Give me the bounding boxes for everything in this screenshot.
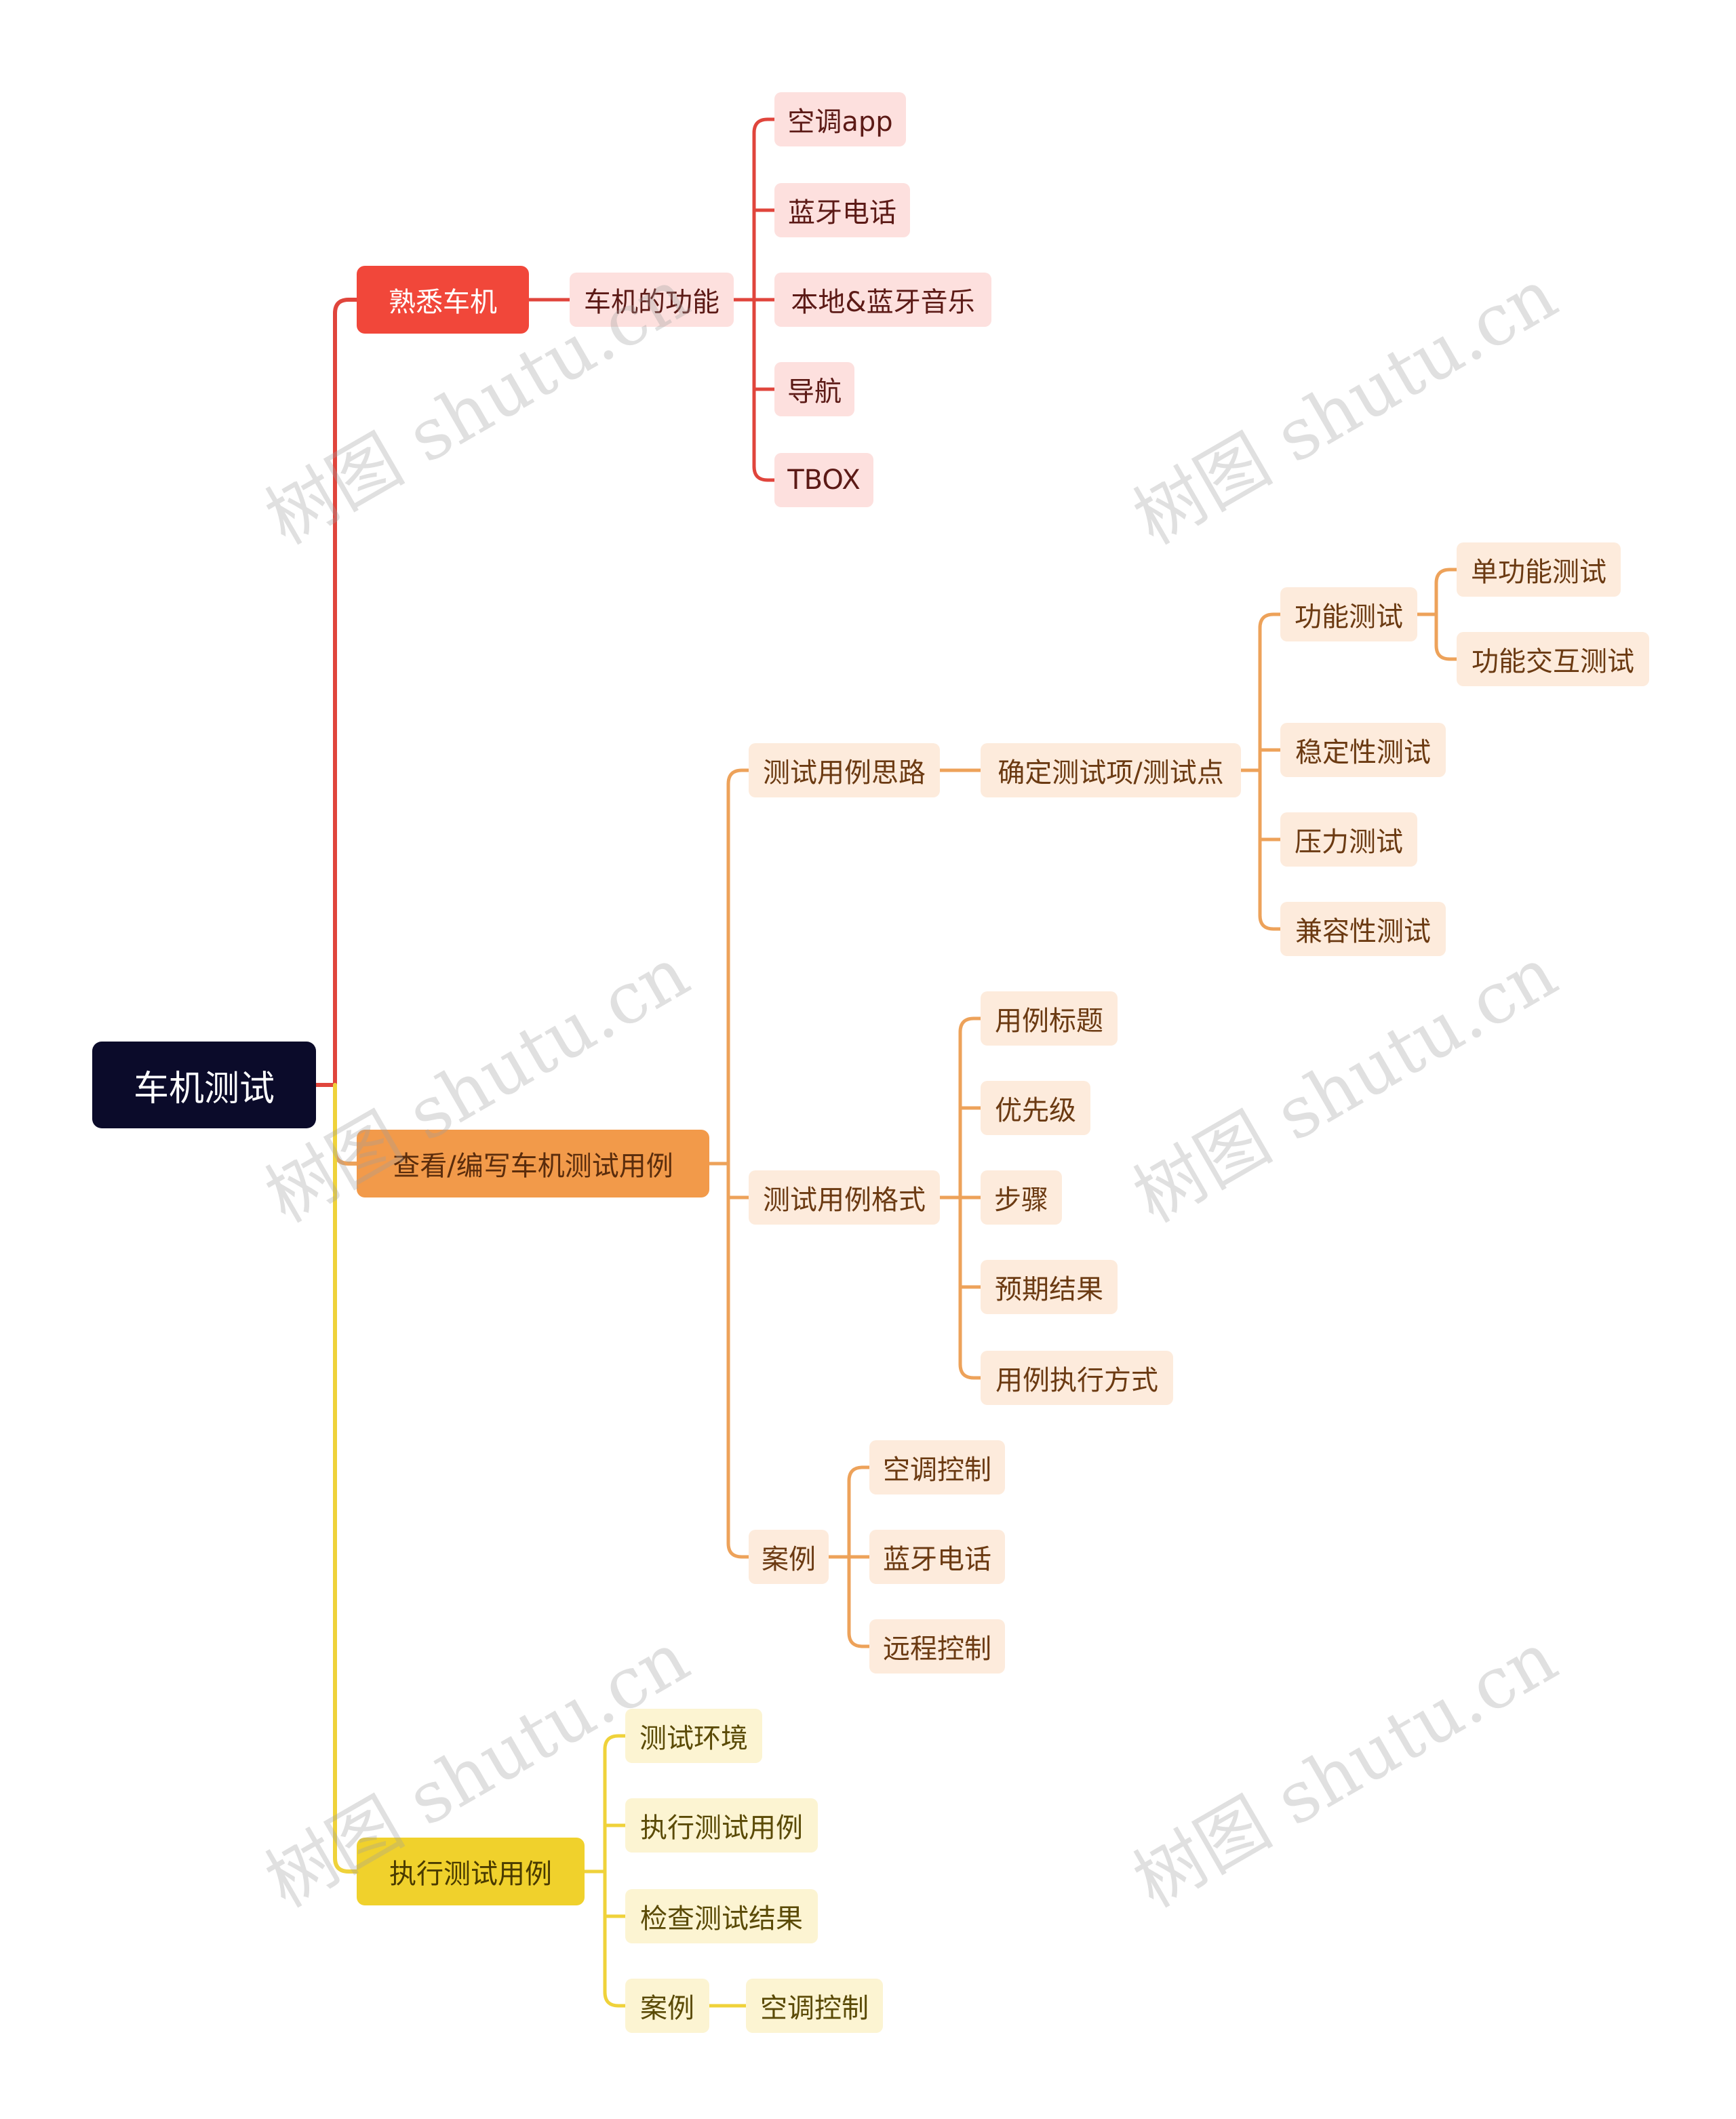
connector-determine-spine <box>1239 612 1282 931</box>
connector-function-spine <box>732 117 776 482</box>
example-bt-phone[interactable]: 蓝牙电话 <box>869 1530 1005 1584</box>
functional-test-node[interactable]: 功能测试 <box>1280 587 1417 641</box>
connector-functional-spine <box>1415 568 1459 661</box>
format-item-priority[interactable]: 优先级 <box>981 1081 1090 1135</box>
execute-item-environment[interactable]: 测试环境 <box>625 1709 762 1763</box>
function-node[interactable]: 车机的功能 <box>570 273 734 327</box>
example-remote-control[interactable]: 远程控制 <box>869 1619 1005 1674</box>
root-node[interactable]: 车机测试 <box>92 1042 316 1128</box>
connector-root-familiar <box>314 298 359 1087</box>
example-ac-control[interactable]: 空调控制 <box>869 1440 1005 1494</box>
format-item-execution[interactable]: 用例执行方式 <box>981 1351 1173 1405</box>
determine-node[interactable]: 确定测试项/测试点 <box>981 743 1241 797</box>
function-item-tbox[interactable]: TBOX <box>774 453 873 507</box>
execute-example-child[interactable]: 空调控制 <box>746 1979 883 2033</box>
compatibility-test-node[interactable]: 兼容性测试 <box>1280 902 1446 956</box>
function-item-music[interactable]: 本地&蓝牙音乐 <box>774 273 991 327</box>
function-item-navigation[interactable]: 导航 <box>774 362 854 416</box>
stress-test-node[interactable]: 压力测试 <box>1280 812 1417 867</box>
connector-root-execute <box>333 1083 359 1874</box>
examples-node[interactable]: 案例 <box>749 1530 829 1584</box>
stability-test-node[interactable]: 稳定性测试 <box>1280 723 1446 777</box>
thinking-node[interactable]: 测试用例思路 <box>749 743 940 797</box>
function-interaction-test-node[interactable]: 功能交互测试 <box>1457 632 1649 686</box>
format-item-steps[interactable]: 步骤 <box>981 1170 1062 1225</box>
connector-cases-spine <box>707 768 751 1559</box>
format-item-title[interactable]: 用例标题 <box>981 991 1118 1046</box>
branch-execute-node[interactable]: 执行测试用例 <box>357 1838 585 1905</box>
connector-execute-spine <box>583 1734 627 2008</box>
execute-item-check[interactable]: 检查测试结果 <box>625 1889 818 1943</box>
format-item-expected[interactable]: 预期结果 <box>981 1260 1118 1314</box>
branch-cases-node[interactable]: 查看/编写车机测试用例 <box>357 1130 709 1197</box>
single-function-test-node[interactable]: 单功能测试 <box>1457 542 1621 597</box>
connector-examples-spine <box>827 1465 871 1648</box>
execute-example-node[interactable]: 案例 <box>625 1979 709 2033</box>
branch-familiar-node[interactable]: 熟悉车机 <box>357 266 529 334</box>
connector-format-spine <box>938 1016 983 1380</box>
connector-root-cases <box>333 1083 359 1166</box>
format-node[interactable]: 测试用例格式 <box>749 1170 940 1225</box>
function-item-bt-phone[interactable]: 蓝牙电话 <box>774 183 910 237</box>
function-item-ac-app[interactable]: 空调app <box>774 92 906 146</box>
execute-item-run[interactable]: 执行测试用例 <box>625 1798 818 1853</box>
